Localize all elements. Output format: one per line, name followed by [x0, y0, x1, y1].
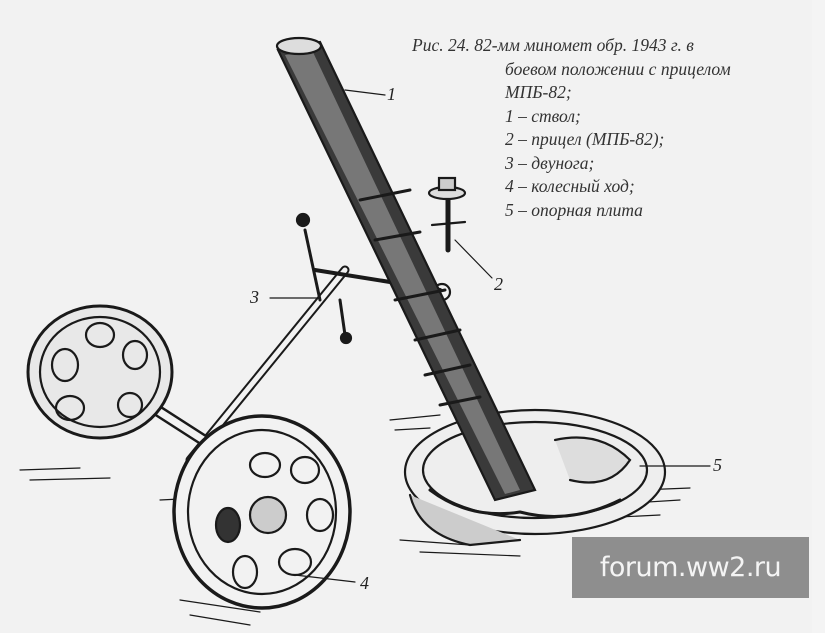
watermark: forum.ww2.ru: [572, 537, 809, 598]
callout-2: 2: [494, 274, 503, 294]
legend-item: 3 – двунога;: [505, 152, 595, 173]
legend-item: 5 – опорная плита: [505, 199, 643, 220]
callout-4: 4: [360, 573, 369, 593]
callout-1: 1: [387, 84, 396, 104]
callout-3: 3: [250, 287, 259, 307]
right-wheel: [172, 414, 352, 610]
caption-title-line: Рис. 24. 82-мм миномет обр. 1943 г. в: [412, 35, 694, 55]
caption-title-line: боевом положении с прицелом: [505, 58, 731, 79]
leader-lines: [269, 89, 711, 583]
left-wheel: [26, 304, 174, 440]
barrel: [275, 36, 537, 502]
callout-5: 5: [713, 455, 722, 475]
caption-title-line: МПБ-82;: [505, 82, 572, 102]
legend-item: 4 – колесный ход;: [505, 176, 635, 196]
figure-caption: Рис. 24. 82-мм миномет обр. 1943 г. в бо…: [412, 34, 792, 222]
legend-item: 2 – прицел (МПБ-82);: [505, 129, 665, 149]
baseplate: [403, 408, 667, 547]
legend-item: 1 – ствол;: [505, 105, 581, 126]
sight: [427, 176, 467, 253]
